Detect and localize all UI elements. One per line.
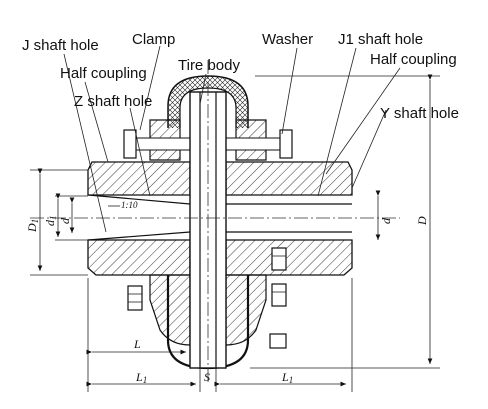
- dimension-L-top: [86, 278, 186, 392]
- dim-d-left-label: d: [58, 217, 72, 224]
- dim-D1-label: D1: [25, 219, 40, 233]
- dimension-L1-right: [214, 278, 353, 392]
- clamp-right: [213, 119, 293, 161]
- callout-half-coupling-left: Half coupling: [60, 65, 147, 82]
- callout-half-coupling-right: Half coupling: [370, 51, 457, 68]
- dimension-D: [250, 74, 440, 369]
- callout-tire-body: Tire body: [178, 57, 240, 74]
- dim-L1-left-label: L1: [135, 370, 147, 385]
- callout-washer: Washer: [262, 31, 313, 48]
- callout-j-shaft-hole: J shaft hole: [22, 37, 99, 54]
- callout-j1-shaft-hole: J1 shaft hole: [338, 31, 423, 48]
- dimension-L1-left: [86, 368, 201, 392]
- dim-d1-label: d1: [43, 216, 58, 227]
- taper-label: 1:10: [121, 200, 138, 210]
- callout-z-shaft-hole: Z shaft hole: [74, 93, 152, 110]
- dim-L1-right-label: L1: [281, 370, 293, 385]
- dim-d-right-label: d: [379, 217, 393, 224]
- callout-y-shaft-hole: Y shaft hole: [380, 105, 459, 122]
- dim-L-top-label: L: [133, 337, 141, 351]
- bolt-lower-right: [271, 247, 287, 307]
- dim-S-label: S: [204, 370, 210, 384]
- callout-clamp: Clamp: [132, 31, 175, 48]
- right-half-coupling: [225, 161, 353, 346]
- dimension-d1: [55, 193, 88, 241]
- left-half-coupling: [87, 161, 191, 346]
- leader-lines: [63, 45, 401, 233]
- dim-D-label: D: [415, 216, 429, 226]
- bolt-bottom: [269, 333, 287, 349]
- dimension-D1: [30, 168, 88, 276]
- bolt-lower-left: [127, 285, 143, 311]
